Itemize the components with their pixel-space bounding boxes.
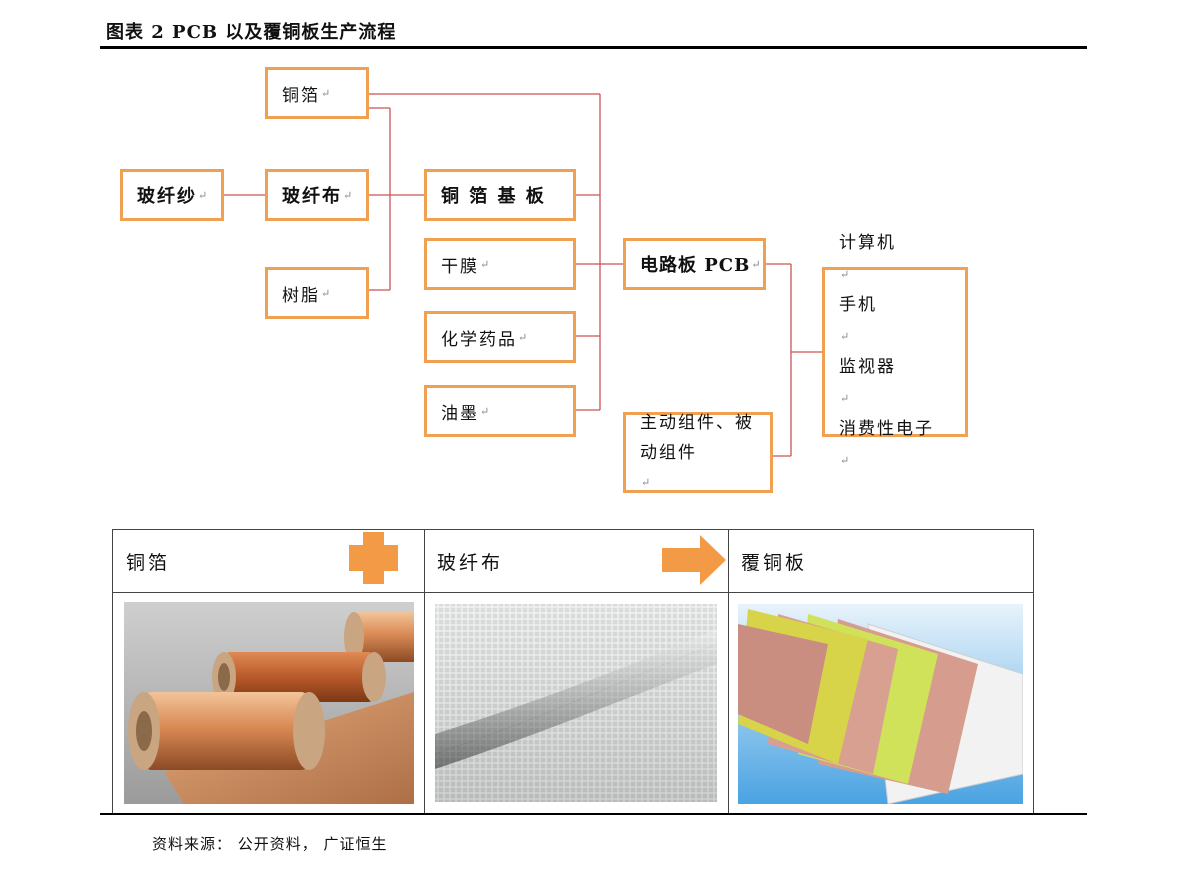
table-row-divider [113,592,1033,593]
application-item: 手机↵ [839,295,877,343]
para-mark: ↵ [480,404,490,418]
node-tongbojiban-label: 铜 箔 基 板 [441,186,546,207]
node-tongbo: 铜箔↵ [265,67,369,119]
para-mark: ↵ [343,188,353,202]
node-tongbojiban: 铜 箔 基 板 [424,169,576,221]
figure-title: 图表 2 PCB 以及覆铜板生产流程 [106,22,397,43]
para-mark: ↵ [198,188,208,202]
node-boxiansha-label: 玻纤纱 [137,186,197,207]
node-zujian-line-1: 主动组件、被 [640,412,754,433]
figure-source: 资料来源： 公开资料， 广证恒生 [152,835,388,853]
node-ganmo-label: 干膜 [441,256,479,277]
top-rule [100,46,1087,49]
label-boxianbu: 玻纤布 [437,552,504,574]
node-boxiansha: 玻纤纱↵ [120,169,224,221]
node-pcb-label: 电路板 PCB [640,255,751,276]
node-youmo-label: 油墨 [441,403,479,424]
node-huaxueyaopin-label: 化学药品 [441,329,517,350]
node-applications: 计算机↵ 手机↵ 监视器↵ 消费性电子↵ [822,233,968,467]
para-mark: ↵ [321,86,331,100]
node-boxianbu: 玻纤布↵ [265,169,369,221]
node-ganmo: 干膜↵ [424,238,576,290]
node-pcb: 电路板 PCB↵ [623,238,766,290]
node-huaxueyaopin: 化学药品↵ [424,311,576,363]
node-shuzhi-label: 树脂 [282,285,320,306]
label-fugongban: 覆铜板 [741,552,808,574]
copper-foil-photo [124,602,414,804]
materials-cell [424,530,728,813]
fiberglass-cloth-photo [435,604,717,802]
para-mark: ↵ [480,257,490,271]
node-zujian-line-2: 动组件↵ [640,442,697,489]
node-zujian: 主动组件、被 动组件↵ [623,412,773,493]
node-youmo: 油墨↵ [424,385,576,437]
para-mark: ↵ [751,257,761,271]
materials-cell [728,530,1033,813]
application-item: 消费性电子↵ [839,419,934,467]
label-tongbo: 铜箔 [126,552,171,574]
bottom-rule [100,813,1087,815]
application-item: 计算机↵ [839,233,896,281]
para-mark: ↵ [321,286,331,300]
arrow-right-icon [662,535,726,585]
application-item: 监视器↵ [839,357,896,405]
node-shuzhi: 树脂↵ [265,267,369,319]
node-boxianbu-label: 玻纤布 [282,186,342,207]
copper-clad-laminate-photo [738,604,1023,804]
node-tongbo-label: 铜箔 [282,85,320,106]
para-mark: ↵ [518,330,528,344]
